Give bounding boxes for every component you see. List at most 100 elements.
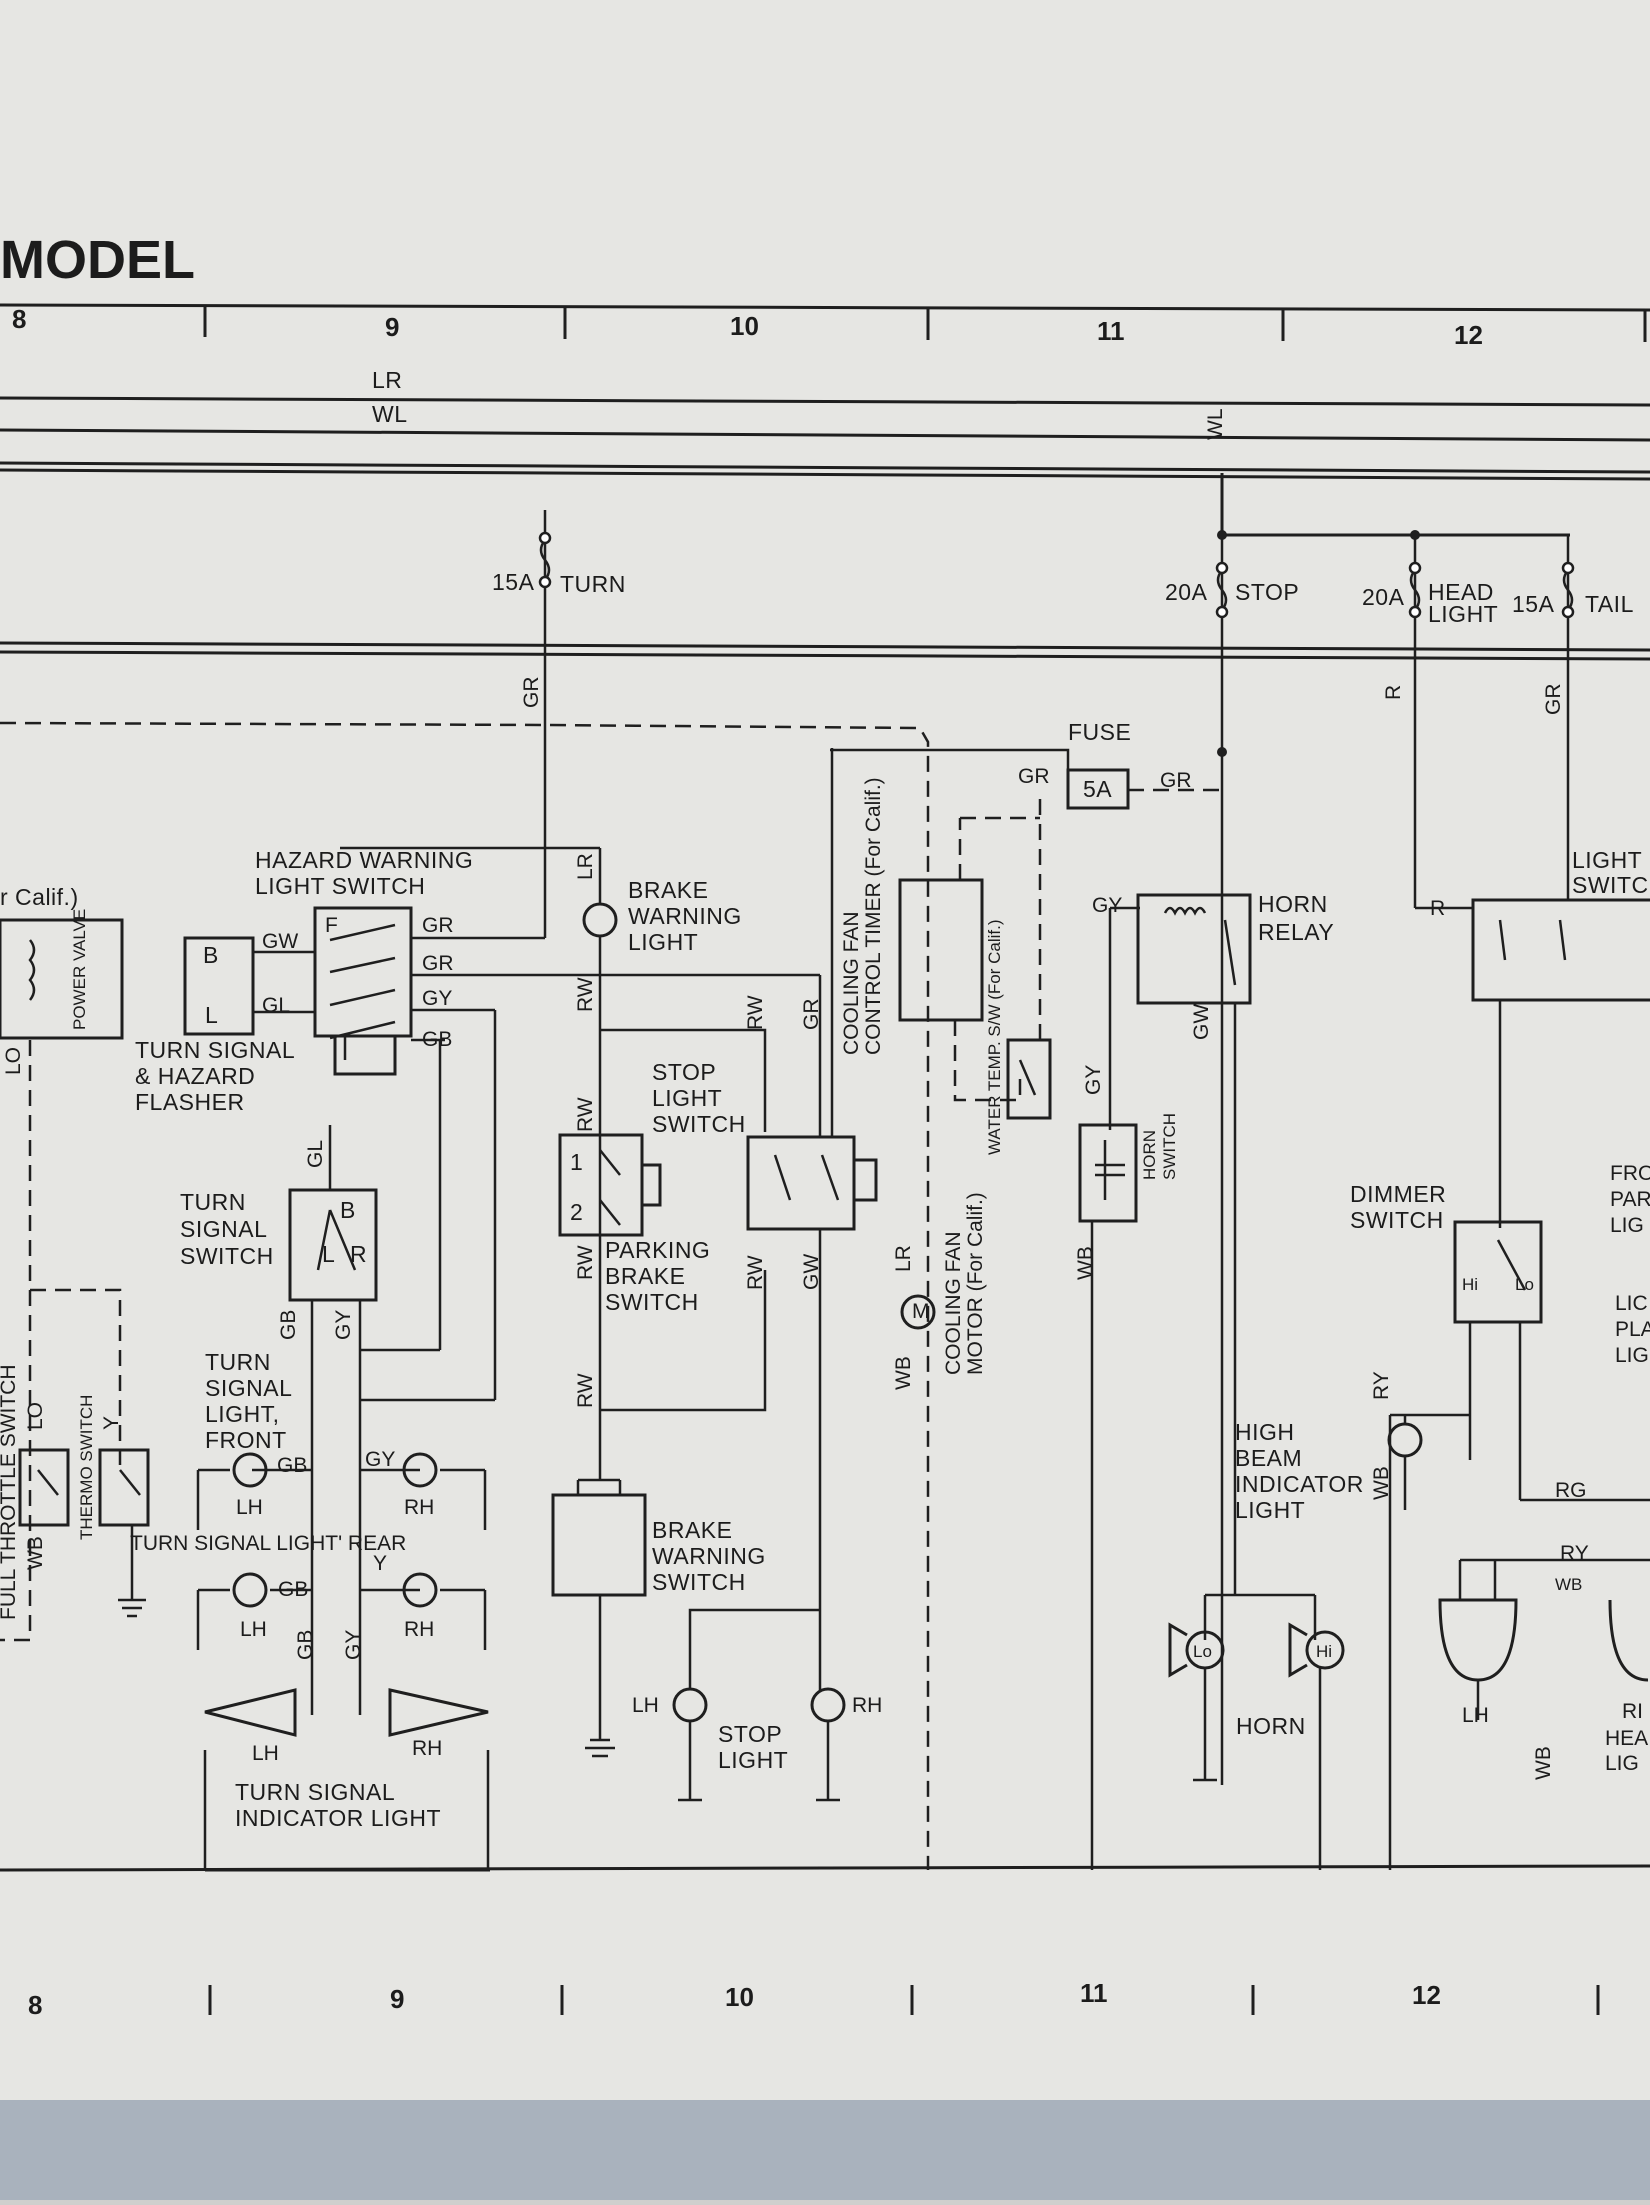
- stop-light-label-1: STOP: [718, 1721, 782, 1747]
- ts-switch-label-2: SIGNAL: [180, 1216, 267, 1242]
- ts-switch-b: B: [340, 1197, 356, 1223]
- wire-rw-3: RW: [574, 1245, 597, 1280]
- wire-gy-2: GY: [332, 1310, 355, 1340]
- hb-label-4: LIGHT: [1235, 1497, 1305, 1523]
- wire-gw: GW: [262, 930, 298, 953]
- lamp-front-lh-label: LH: [236, 1496, 263, 1519]
- flasher-b: B: [203, 942, 219, 968]
- fuse-head-rating: 20A: [1362, 584, 1405, 610]
- headlight-label-3: LIG: [1605, 1752, 1639, 1775]
- col-bot-8: 8: [28, 1990, 42, 2020]
- col-top-11: 11: [1097, 316, 1125, 346]
- hazard-label-2: LIGHT SWITCH: [255, 873, 425, 899]
- fuse-5a-rating: 5A: [1083, 776, 1112, 802]
- wire-r-1: R: [1430, 897, 1445, 920]
- front-park-3: LIG: [1610, 1214, 1644, 1237]
- wire-gy-3: GY: [365, 1448, 395, 1471]
- hb-label-2: BEAM: [1235, 1445, 1302, 1471]
- wire-rg: RG: [1555, 1479, 1587, 1502]
- ts-switch-label-1: TURN: [180, 1189, 246, 1215]
- wire-lo-1: LO: [2, 1047, 25, 1075]
- sls-label-2: LIGHT: [652, 1085, 722, 1111]
- fuse-turn-name: TURN: [560, 571, 626, 597]
- indicator-label-1: TURN SIGNAL: [235, 1779, 395, 1805]
- wire-wb-6: WB: [1532, 1746, 1555, 1780]
- ts-front-label-2: SIGNAL: [205, 1375, 292, 1401]
- pb-switch-2: 2: [570, 1199, 583, 1225]
- pb-label-1: PARKING: [605, 1237, 710, 1263]
- turn-signal-switch: [288, 1188, 378, 1302]
- wire-rw-5: RW: [744, 995, 767, 1030]
- bws-label-2: WARNING: [652, 1543, 766, 1569]
- col-bot-11: 11: [1080, 1978, 1108, 2008]
- lamp-front-lh: [232, 1452, 268, 1488]
- horn-label: HORN: [1236, 1713, 1306, 1739]
- fan-timer-label-2: CONTROL TIMER (For Calif.): [862, 777, 885, 1055]
- fan-motor-m: M: [912, 1300, 930, 1323]
- lamp-rear-lh: [232, 1572, 268, 1608]
- ts-switch-r: R: [350, 1241, 367, 1267]
- light-switch-label-1: LIGHT: [1572, 847, 1642, 873]
- indicator-rh: [388, 1688, 489, 1737]
- wire-gb-5: GB: [294, 1630, 317, 1660]
- indicator-lh: [204, 1688, 297, 1737]
- flasher: [183, 936, 255, 1036]
- wire-lo-2: LO: [24, 1402, 47, 1430]
- full-throttle-label: FULL THROTTLE SWITCH: [0, 1364, 20, 1620]
- indicator-rh-label: RH: [412, 1737, 442, 1760]
- wire-gr-6: GR: [800, 999, 823, 1031]
- water-temp-label: WATER TEMP. S/W (For Calif.): [985, 920, 1004, 1156]
- wire-wl-v: WL: [1204, 409, 1227, 441]
- wire-r-2: R: [1382, 685, 1405, 700]
- fan-timer-label-1: COOLING FAN: [840, 911, 863, 1055]
- wire-rw-2: RW: [574, 1097, 597, 1132]
- ts-front-label-4: FRONT: [205, 1427, 287, 1453]
- dimmer-label-2: SWITCH: [1350, 1207, 1444, 1233]
- fuse-turn-rating: 15A: [492, 569, 535, 595]
- wire-y-2: Y: [373, 1552, 387, 1575]
- fuse-head-name: HEAD: [1428, 579, 1494, 605]
- hb-label-3: INDICATOR: [1235, 1471, 1364, 1497]
- horn-relay: [1136, 893, 1252, 1005]
- col-top-9: 9: [385, 312, 399, 342]
- bws-label-3: SWITCH: [652, 1569, 746, 1595]
- thermo-switch-label: THERMO SWITCH: [77, 1395, 96, 1540]
- wire-rw-4: RW: [574, 1373, 597, 1408]
- light-switch: [1471, 898, 1650, 1002]
- wire-rw-1: RW: [574, 977, 597, 1012]
- page-title: MODEL: [0, 230, 195, 290]
- wire-ry-2: RY: [1560, 1542, 1589, 1565]
- bw-light-label-3: LIGHT: [628, 929, 698, 955]
- lamp-rear-rh-label: RH: [404, 1618, 434, 1641]
- sls-label-3: SWITCH: [652, 1111, 746, 1137]
- wire-gb-1: GB: [422, 1028, 452, 1051]
- ts-switch-label-3: SWITCH: [180, 1243, 274, 1269]
- headlight-label-1: RI: [1622, 1700, 1643, 1723]
- ts-front-label-1: TURN: [205, 1349, 271, 1375]
- horn-hi: [1305, 1630, 1345, 1670]
- pb-switch-1: 1: [570, 1149, 583, 1175]
- calif-label: r Calif.): [0, 884, 79, 910]
- stop-light-label-2: LIGHT: [718, 1747, 788, 1773]
- bw-light-label-1: BRAKE: [628, 877, 708, 903]
- wire-gw-3: GW: [1190, 1004, 1213, 1040]
- lamp-front-rh: [402, 1452, 438, 1488]
- power-valve-label: POWER VALVE: [70, 909, 89, 1030]
- dimmer-switch: [1453, 1220, 1543, 1324]
- wire-gr-1: GR: [520, 677, 543, 709]
- flasher-l: L: [205, 1002, 218, 1028]
- wire-ry-1: RY: [1370, 1371, 1393, 1400]
- horn-switch-label-2: SWITCH: [1160, 1113, 1179, 1180]
- water-temp-switch: [1006, 1038, 1052, 1120]
- hb-label-1: HIGH: [1235, 1419, 1295, 1445]
- wire-wl: WL: [372, 401, 408, 427]
- fan-motor-label-2: MOTOR (For Calif.): [964, 1192, 987, 1375]
- pb-label-3: SWITCH: [605, 1289, 699, 1315]
- lamp-rear-rh: [402, 1572, 438, 1608]
- fuse-tail-name: TAIL: [1585, 591, 1634, 617]
- wire-gl-2: GL: [304, 1140, 327, 1168]
- wire-gb-3: GB: [277, 1454, 307, 1477]
- license-3: LIG: [1615, 1344, 1649, 1367]
- indicator-label-2: INDICATOR LIGHT: [235, 1805, 441, 1831]
- light-switch-label-2: SWITCH: [1572, 872, 1650, 898]
